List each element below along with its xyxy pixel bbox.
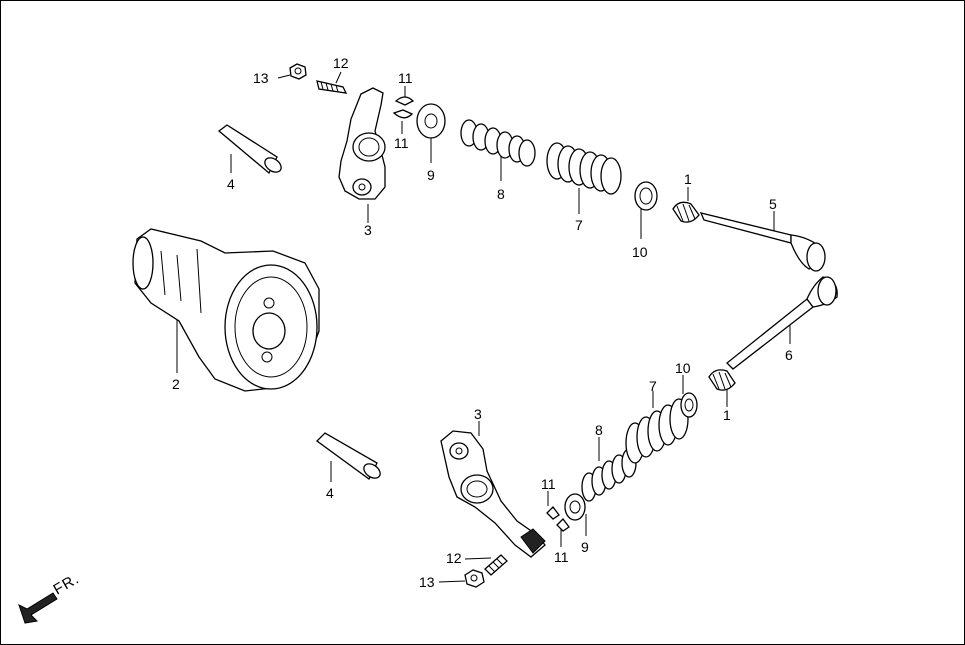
callout-8: 8 (497, 186, 505, 202)
spring-retainer-lower (564, 493, 586, 521)
callout-11: 11 (541, 476, 556, 492)
intake-valve (726, 276, 838, 370)
callout-1: 1 (723, 407, 731, 423)
pin-lower (316, 432, 381, 480)
spring-seat-lower (680, 392, 698, 418)
callout-9: 9 (427, 167, 435, 183)
callout-11: 11 (398, 70, 413, 86)
adjust-screw-upper (316, 80, 348, 94)
pin-upper (217, 124, 282, 175)
callout-9: 9 (581, 539, 589, 555)
nut-lower (464, 569, 485, 588)
callout-7: 7 (575, 217, 583, 233)
valve-stem-seal-lower (708, 369, 736, 391)
inner-spring-upper (460, 119, 536, 167)
callout-3: 3 (364, 222, 372, 238)
callout-11: 11 (554, 549, 569, 565)
spring-retainer-upper (416, 103, 446, 139)
callout-5: 5 (769, 196, 777, 212)
callout-10: 10 (675, 360, 691, 376)
adjust-screw-lower (484, 554, 508, 576)
callout-2: 2 (172, 376, 180, 392)
valve-cotter-lower (546, 506, 570, 532)
callout-12: 12 (333, 55, 349, 71)
leader-lines (176, 71, 791, 583)
spring-seat-upper (634, 181, 658, 211)
front-direction-arrow (18, 592, 58, 624)
valve-cotter-upper (392, 96, 415, 119)
callout-13: 13 (253, 70, 269, 86)
callout-6: 6 (785, 347, 793, 363)
callout-13: 13 (419, 574, 435, 590)
rocker-arm-upper (338, 87, 386, 200)
camshaft (132, 228, 320, 392)
callout-12: 12 (446, 550, 462, 566)
callout-labels: 13 12 11 11 9 8 7 10 1 5 3 4 2 6 10 7 1 … (172, 55, 793, 590)
callout-4: 4 (227, 176, 235, 192)
callout-4: 4 (326, 485, 334, 501)
outer-spring-lower (625, 398, 689, 464)
front-direction-label: FR. (51, 570, 83, 598)
callout-8: 8 (595, 422, 603, 438)
outer-spring-upper (546, 142, 622, 195)
nut-upper (289, 63, 307, 80)
callout-7: 7 (649, 378, 657, 394)
callout-1: 1 (684, 171, 692, 187)
callout-10: 10 (632, 244, 648, 260)
valve-stem-seal-upper (672, 201, 700, 223)
exhaust-valve (699, 212, 826, 272)
callout-11: 11 (394, 135, 409, 151)
rocker-arm-lower (440, 430, 546, 558)
callout-3: 3 (474, 406, 482, 422)
